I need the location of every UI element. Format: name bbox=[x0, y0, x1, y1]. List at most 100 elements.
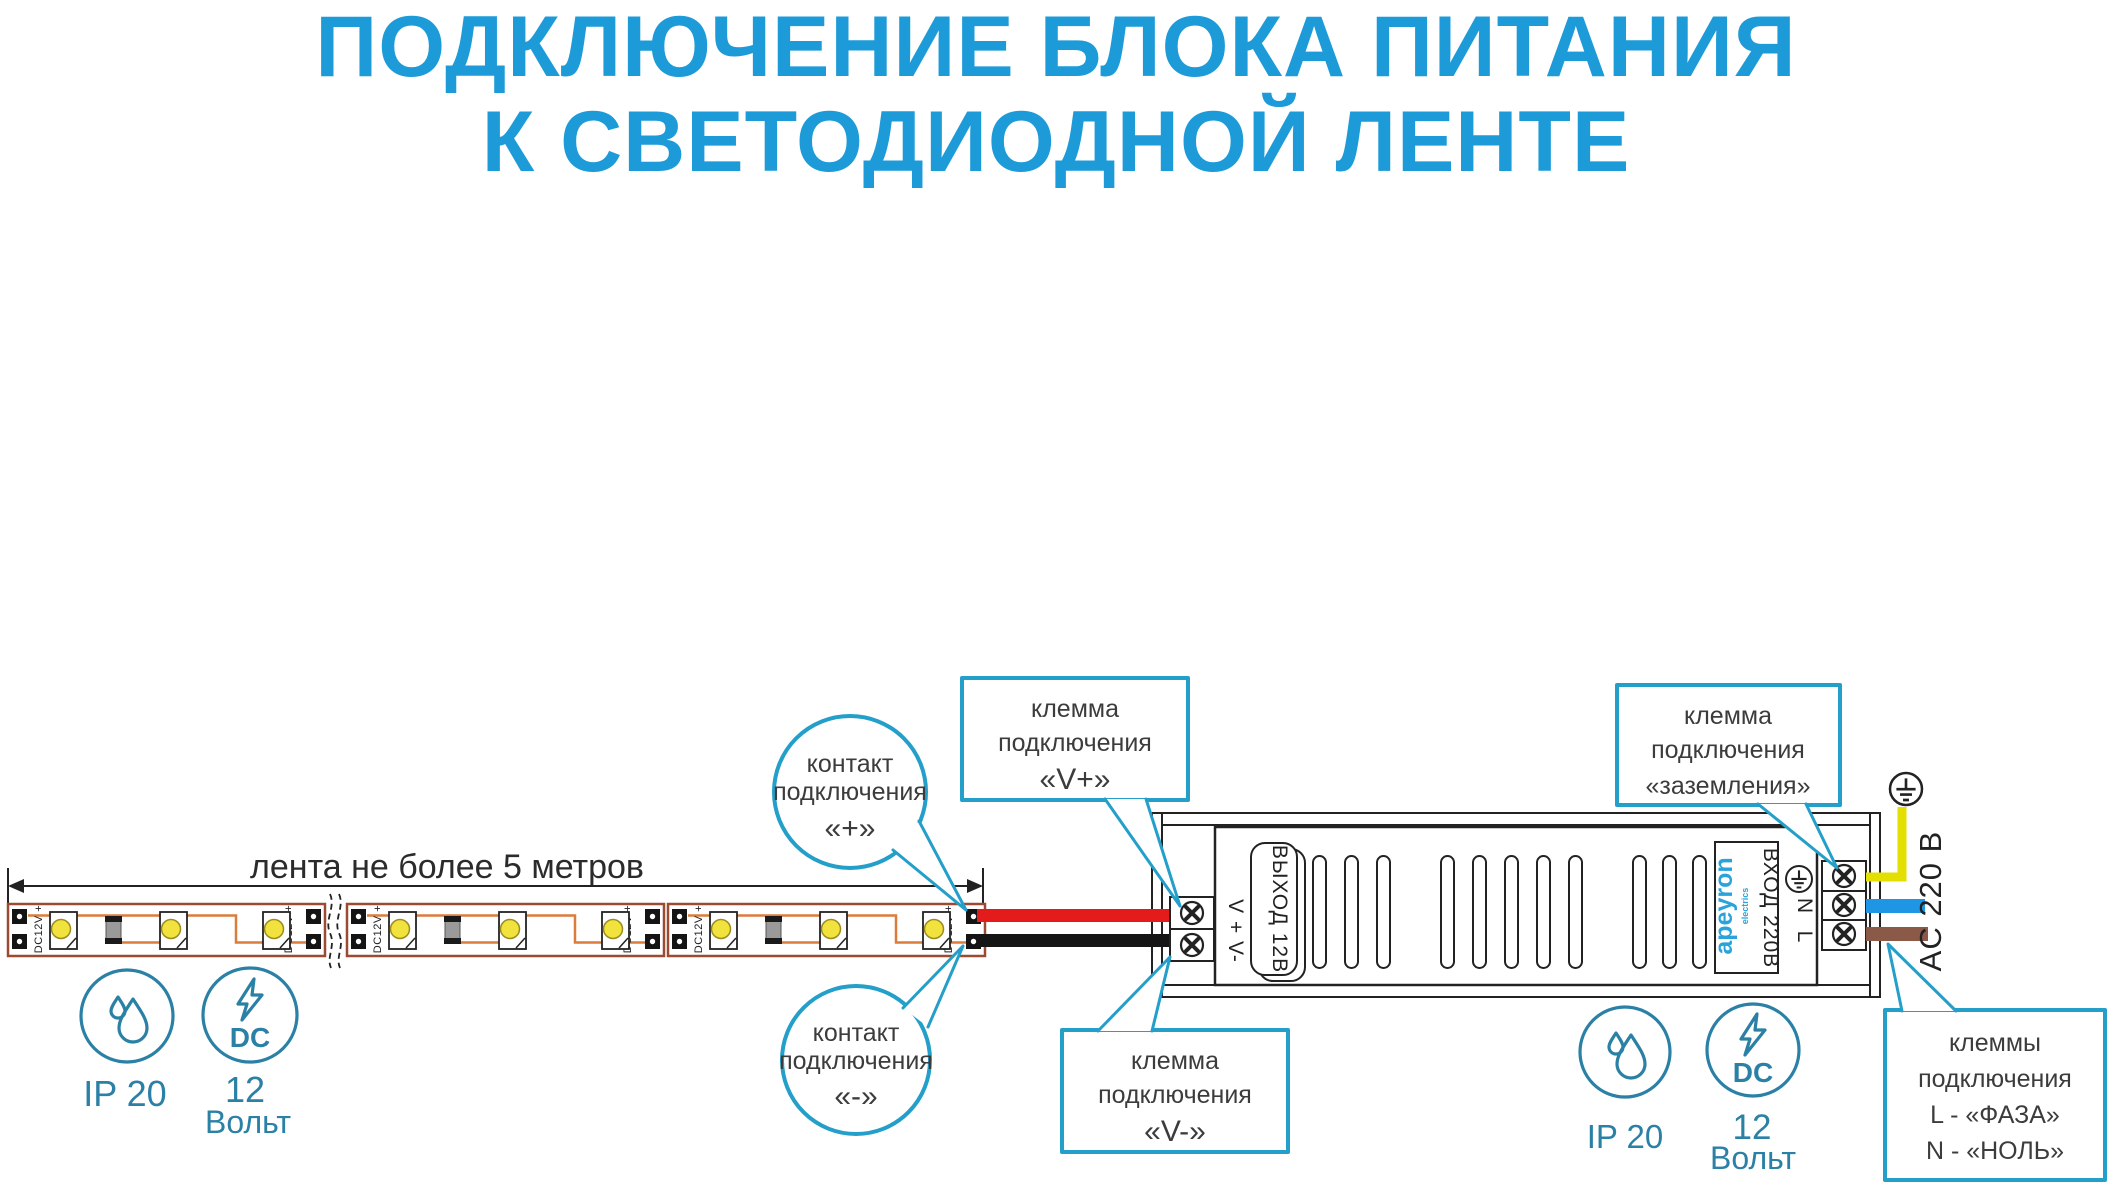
wire-negative-black bbox=[977, 934, 1173, 947]
solder-pad bbox=[306, 934, 321, 949]
resistor bbox=[443, 915, 462, 945]
ac-voltage-label: AC 220 В bbox=[1913, 831, 1948, 972]
power-supply: ВЫХОД 12В apeyron electrics ВХОД 220В bbox=[1151, 812, 1881, 998]
dc-badge-left: DC 12 Вольт bbox=[201, 966, 299, 1140]
dc-label: DC bbox=[1733, 1057, 1773, 1088]
led-chip bbox=[601, 911, 630, 950]
wire-ground-yellow bbox=[1866, 807, 1907, 882]
callout-line: «V+» bbox=[1040, 763, 1111, 796]
callout-line: контакт bbox=[813, 1019, 900, 1047]
psu-input-plate bbox=[1714, 841, 1779, 974]
page-title-line1: ПОДКЛЮЧЕНИЕ БЛОКА ПИТАНИЯ bbox=[315, 0, 1797, 95]
callout-line: клемма bbox=[1131, 1047, 1219, 1075]
dc-wires bbox=[977, 909, 1173, 947]
screw-icon bbox=[1831, 921, 1857, 947]
strip-polarity-label: DC12V + bbox=[33, 905, 45, 953]
led-chip bbox=[262, 911, 291, 950]
led-chip bbox=[498, 911, 527, 950]
led-strip-segment: DC12V + DC12V + bbox=[6, 902, 327, 958]
callout-line: подключения bbox=[773, 778, 927, 806]
vent-slot bbox=[1504, 855, 1519, 969]
ground-symbol-icon bbox=[1785, 865, 1813, 893]
callout-line: «+» bbox=[825, 812, 876, 845]
callout-line: подключения bbox=[1098, 1081, 1252, 1109]
brand-logo: apeyron bbox=[1710, 857, 1738, 954]
psu-output-terminal-block bbox=[1169, 896, 1215, 962]
solder-pad bbox=[645, 934, 660, 949]
solder-pad bbox=[351, 909, 366, 924]
callout-line: клемма bbox=[1684, 702, 1772, 730]
psu-vents bbox=[1312, 855, 1707, 969]
wire-phase-brown bbox=[1866, 927, 1928, 941]
strip-polarity-label: DC12V + bbox=[372, 905, 384, 953]
callout-terminal-vplus: клемма подключения «V+» bbox=[960, 676, 1190, 908]
voltage-value-label: 12 bbox=[225, 1069, 265, 1110]
resistor bbox=[764, 915, 783, 945]
terminal-l-label: L bbox=[1793, 931, 1816, 944]
voltage-value-label: 12 bbox=[1733, 1108, 1772, 1147]
callout-line: клеммы bbox=[1949, 1029, 2041, 1057]
ip-badge-left: IP 20 bbox=[79, 968, 175, 1114]
led-strip-segment: DC12V + DC12V + bbox=[666, 902, 987, 958]
page-title-line2: К СВЕТОДИОДНОЙ ЛЕНТЕ bbox=[481, 94, 1631, 190]
page-title: ПОДКЛЮЧЕНИЕ БЛОКА ПИТАНИЯ К СВЕТОДИОДНОЙ… bbox=[0, 0, 2112, 190]
led-chip bbox=[49, 911, 78, 950]
dc-terminals-label: V + V- bbox=[1224, 899, 1247, 963]
callout-line: подключения bbox=[1651, 736, 1805, 764]
vent-slot bbox=[1376, 855, 1391, 969]
wire-neutral-blue bbox=[1866, 899, 1925, 913]
callout-line: «V-» bbox=[1144, 1115, 1206, 1148]
dc-badge-right: DC 12 Вольт bbox=[1705, 1002, 1801, 1176]
callout-line: подключения bbox=[998, 729, 1152, 757]
solder-pad bbox=[672, 934, 687, 949]
callout-terminals-ln: клеммы подключения L - «ФАЗА» N - «НОЛЬ» bbox=[1883, 942, 2107, 1182]
solder-pad bbox=[12, 934, 27, 949]
strip-polarity-label: DC12V + bbox=[693, 905, 705, 953]
ip-badge-right: IP 20 bbox=[1578, 1005, 1672, 1155]
callout-line: клемма bbox=[1031, 695, 1119, 723]
vent-slot bbox=[1632, 855, 1647, 969]
screw-icon bbox=[1179, 900, 1205, 926]
wire-positive-red bbox=[977, 909, 1173, 922]
solder-pad bbox=[672, 909, 687, 924]
led-strip-segment: DC12V + DC12V + bbox=[345, 902, 666, 958]
terminal-n-label: N bbox=[1793, 898, 1816, 914]
ip-rating-label: IP 20 bbox=[1587, 1118, 1663, 1155]
screw-icon bbox=[1179, 932, 1205, 958]
solder-pad bbox=[306, 909, 321, 924]
strip-length-dimension: лента не более 5 метров bbox=[7, 848, 984, 903]
callout-line: N - «НОЛЬ» bbox=[1926, 1137, 2064, 1165]
callout-line: L - «ФАЗА» bbox=[1930, 1101, 2060, 1129]
voltage-unit-label: Вольт bbox=[205, 1104, 291, 1140]
callout-terminal-ground: клемма подключения «заземления» bbox=[1615, 683, 1842, 870]
callout-line: контакт bbox=[807, 750, 894, 778]
callout-terminal-vminus: клемма подключения «V-» bbox=[1060, 955, 1290, 1154]
arrowhead-right-icon bbox=[967, 879, 983, 893]
strip-length-label: лента не более 5 метров bbox=[250, 848, 644, 886]
vent-slot bbox=[1568, 855, 1583, 969]
earth-symbol-icon bbox=[1888, 771, 1924, 807]
brand-sub-label: electrics bbox=[1740, 888, 1750, 925]
solder-pad bbox=[12, 909, 27, 924]
ip-rating-label: IP 20 bbox=[83, 1073, 166, 1114]
solder-pad bbox=[351, 934, 366, 949]
psu-output-plate bbox=[1250, 842, 1298, 976]
callout-contact-minus: контакт подключения «-» bbox=[779, 944, 965, 1136]
psu-bottom-flange bbox=[1154, 984, 1881, 998]
voltage-unit-label: Вольт bbox=[1710, 1140, 1796, 1176]
vent-slot bbox=[1440, 855, 1455, 969]
led-strip: DC12V + DC12V + bbox=[6, 893, 987, 969]
led-chip bbox=[819, 911, 848, 950]
resistor bbox=[104, 915, 123, 945]
callout-line: «заземления» bbox=[1646, 772, 1811, 800]
callout-contact-plus: контакт подключения «+» bbox=[772, 714, 968, 912]
led-chip bbox=[922, 911, 951, 950]
dc-label: DC bbox=[230, 1022, 270, 1053]
psu-input-label: ВХОД 220В bbox=[1759, 848, 1782, 968]
psu-output-label: ВЫХОД 12В bbox=[1268, 845, 1291, 973]
callout-line: подключения bbox=[1918, 1065, 2072, 1093]
vent-slot bbox=[1472, 855, 1487, 969]
psu-input-terminal-block bbox=[1821, 860, 1867, 951]
